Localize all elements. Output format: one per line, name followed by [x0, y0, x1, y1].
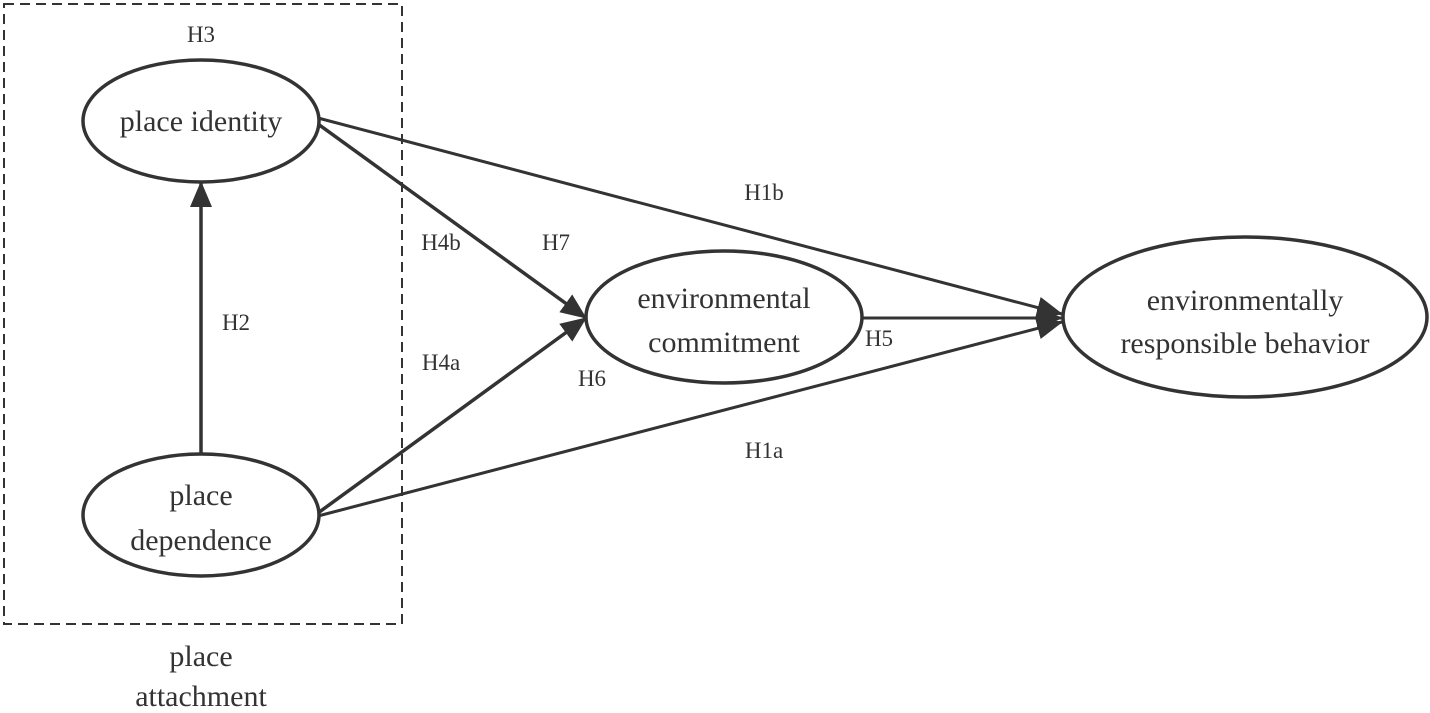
place-attachment-group-box	[3, 3, 403, 625]
place-attachment-label-line2: attachment	[135, 680, 267, 713]
node-environmental-commitment: environmental commitment	[584, 249, 864, 385]
place-dependence-ellipse	[81, 452, 321, 578]
place-dependence-label-line1: place	[169, 479, 232, 512]
node-place-identity: place identity	[81, 58, 321, 184]
environmentally-responsible-behavior-ellipse	[1061, 235, 1429, 399]
hypothesis-label-h2: H2	[222, 310, 250, 335]
node-environmentally-responsible-behavior: environmentally responsible behavior	[1061, 235, 1429, 399]
edge-h4a	[316, 316, 588, 515]
hypothesis-label-h1b: H1b	[744, 180, 784, 205]
hypothesis-label-h5: H5	[865, 326, 893, 351]
environmental-commitment-label-line2: commitment	[648, 326, 800, 359]
environmentally-responsible-behavior-label-line2: responsible behavior	[1120, 327, 1369, 360]
place-identity-ellipse	[81, 58, 321, 184]
environmentally-responsible-behavior-label-line1: environmentally	[1147, 284, 1344, 317]
hypothesis-label-h7: H7	[542, 230, 570, 255]
node-place-dependence: place dependence	[81, 452, 321, 578]
hypothesis-label-h4b: H4b	[421, 230, 461, 255]
place-identity-label: place identity	[120, 105, 282, 138]
edge-h4b	[316, 122, 588, 320]
hypothesis-label-h4a: H4a	[422, 350, 460, 375]
environmental-commitment-label-line1: environmental	[637, 282, 810, 315]
hypothesis-label-h1a: H1a	[745, 438, 783, 463]
place-dependence-label-line2: dependence	[130, 524, 272, 557]
hypothesis-label-h3: H3	[187, 22, 215, 47]
edge-h1a	[317, 317, 1063, 518]
hypothesis-label-h6: H6	[578, 366, 606, 391]
edge-h1b	[317, 116, 1063, 319]
place-attachment-label-line1: place	[169, 640, 232, 673]
environmental-commitment-ellipse	[584, 249, 864, 385]
